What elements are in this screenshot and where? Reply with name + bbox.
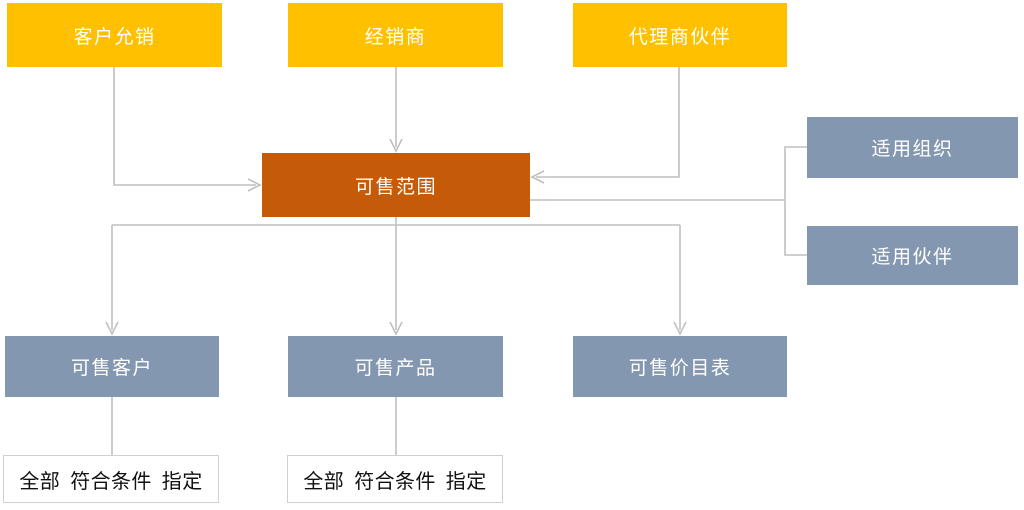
node-sellable-product[interactable]: 可售产品	[288, 336, 503, 397]
node-label: 可售客户	[70, 358, 154, 379]
arrowhead-distributor	[389, 138, 403, 153]
node-label: 可售范围	[354, 176, 438, 198]
node-applicable-org[interactable]: 适用组织	[807, 117, 1018, 178]
node-sellable-price-list[interactable]: 可售价目表	[573, 336, 787, 397]
node-label: 适用组织	[871, 139, 954, 160]
option-all[interactable]: 全部	[303, 470, 345, 493]
arrowhead-sellable-product	[389, 321, 403, 336]
option-specified[interactable]: 指定	[445, 470, 487, 493]
link-bracket-applicable-org	[784, 146, 807, 200]
node-distributor[interactable]: 经销商	[288, 3, 503, 67]
arrowhead-sellable-customer	[105, 321, 119, 336]
option-conditional[interactable]: 符合条件	[354, 470, 436, 493]
link-bracket-applicable-partner	[784, 200, 807, 256]
arrowhead-customer-allowance	[247, 178, 262, 192]
arrowhead-agent-partner	[530, 170, 545, 184]
option-conditional[interactable]: 符合条件	[70, 470, 152, 493]
node-label: 经销商	[364, 26, 427, 48]
node-label: 可售产品	[354, 358, 437, 379]
node-sellable-scope[interactable]: 可售范围	[262, 153, 530, 217]
node-label: 客户允销	[73, 26, 156, 48]
option-box-product-options[interactable]: 全部 符合条件 指定	[287, 455, 503, 503]
option-specified[interactable]: 指定	[161, 470, 203, 493]
option-box-customer-options[interactable]: 全部 符合条件 指定	[3, 455, 219, 503]
node-agent-partner[interactable]: 代理商伙伴	[573, 3, 787, 67]
option-all[interactable]: 全部	[19, 470, 61, 493]
link-customer-allowance-to-scope	[113, 67, 256, 186]
node-sellable-customer[interactable]: 可售客户	[5, 336, 219, 397]
node-label: 可售价目表	[628, 358, 732, 379]
node-applicable-partner[interactable]: 适用伙伴	[807, 226, 1018, 285]
node-label: 代理商伙伴	[628, 26, 732, 48]
arrowhead-sellable-price-list	[673, 321, 687, 336]
link-agent-partner-to-scope	[536, 67, 680, 178]
node-customer-allowance[interactable]: 客户允销	[7, 3, 222, 67]
node-label: 适用伙伴	[871, 247, 954, 268]
